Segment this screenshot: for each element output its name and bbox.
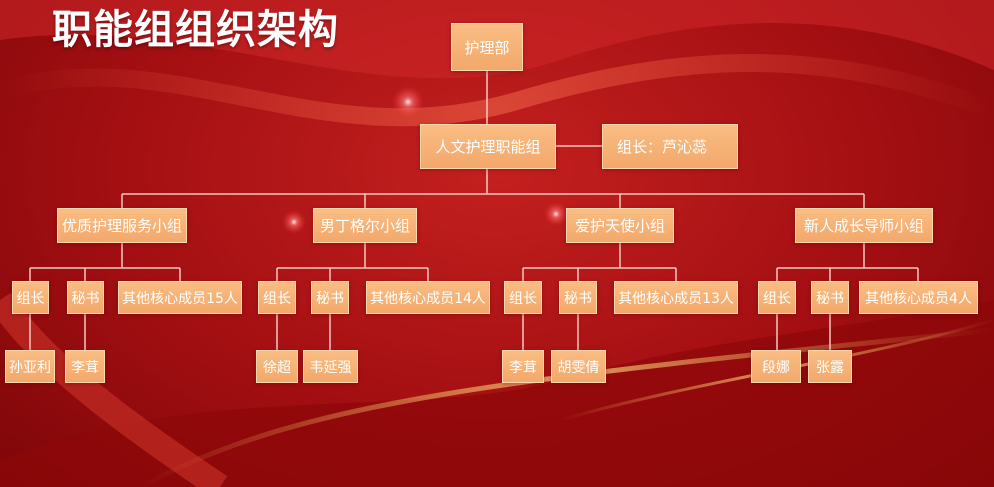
node-role-secretary[interactable]: 秘书 (559, 281, 597, 314)
node-role-members[interactable]: 其他核心成员14人 (366, 281, 490, 314)
node-center-leader[interactable]: 组长：芦沁蕊 (602, 124, 738, 169)
node-person-leader[interactable]: 段娜 (751, 350, 801, 383)
node-role-members[interactable]: 其他核心成员15人 (118, 281, 242, 314)
node-role-secretary[interactable]: 秘书 (311, 281, 349, 314)
node-person-secretary[interactable]: 韦延强 (303, 350, 358, 383)
node-person-secretary[interactable]: 张露 (808, 350, 852, 383)
node-person-secretary[interactable]: 李茸 (65, 350, 105, 383)
node-group[interactable]: 新人成长导师小组 (795, 208, 933, 243)
node-role-leader[interactable]: 组长 (504, 281, 542, 314)
node-person-leader[interactable]: 李茸 (502, 350, 544, 383)
node-group[interactable]: 男丁格尔小组 (313, 208, 417, 243)
node-group[interactable]: 爱护天使小组 (566, 208, 674, 243)
node-person-leader[interactable]: 徐超 (256, 350, 298, 383)
node-person-secretary[interactable]: 胡雯倩 (551, 350, 606, 383)
node-person-leader[interactable]: 孙亚利 (5, 350, 55, 383)
node-role-secretary[interactable]: 秘书 (811, 281, 849, 314)
node-role-leader[interactable]: 组长 (258, 281, 296, 314)
node-role-leader[interactable]: 组长 (758, 281, 796, 314)
node-role-members[interactable]: 其他核心成员13人 (614, 281, 738, 314)
node-role-leader[interactable]: 组长 (12, 281, 49, 314)
node-role-members[interactable]: 其他核心成员4人 (859, 281, 978, 314)
node-center[interactable]: 人文护理职能组 (420, 124, 556, 169)
node-role-secretary[interactable]: 秘书 (67, 281, 104, 314)
page-title: 职能组组织架构 (52, 7, 339, 53)
node-group[interactable]: 优质护理服务小组 (57, 208, 187, 243)
node-root[interactable]: 护理部 (451, 23, 523, 71)
